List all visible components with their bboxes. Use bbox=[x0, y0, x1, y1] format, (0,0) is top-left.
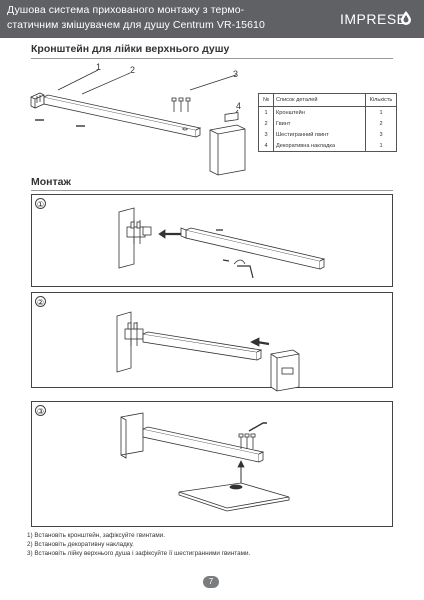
parts-list-table: № Список деталей Кількість 1 Кронштейн 1… bbox=[258, 93, 397, 152]
instruction-list: 1) Встановіть кронштейн, зафіксуйте гвин… bbox=[27, 531, 250, 559]
callout-2: 2 bbox=[130, 65, 135, 75]
row-qty: 1 bbox=[365, 106, 397, 118]
table-row: 4 Декоративна накладка 1 bbox=[258, 140, 397, 152]
row-qty: 2 bbox=[365, 118, 397, 129]
page-number-badge: 7 bbox=[203, 576, 219, 588]
row-number: 3 bbox=[258, 129, 274, 140]
step-2-number: ② bbox=[35, 296, 46, 307]
row-number: 2 bbox=[258, 118, 274, 129]
callout-3: 3 bbox=[233, 69, 238, 79]
col-name: Список деталей bbox=[273, 93, 366, 107]
col-number: № bbox=[258, 93, 274, 107]
water-drop-icon bbox=[401, 11, 411, 25]
step-3-panel: ③ bbox=[31, 401, 393, 527]
table-header-row: № Список деталей Кількість bbox=[258, 93, 397, 107]
col-qty: Кількість bbox=[365, 93, 397, 107]
bracket-section-title: Кронштейн для лійки верхнього душу bbox=[31, 43, 230, 55]
row-number: 1 bbox=[258, 106, 274, 118]
step-3-number: ③ bbox=[35, 405, 46, 416]
page-header: Душова система прихованого монтажу з тер… bbox=[0, 0, 424, 38]
table-row: 2 Гвинт 2 bbox=[258, 118, 397, 129]
row-qty: 3 bbox=[365, 129, 397, 140]
step-1-panel: ① bbox=[31, 194, 393, 287]
row-part-name: Шестигранний гвинт bbox=[273, 129, 366, 140]
row-qty: 1 bbox=[365, 140, 397, 152]
step-3-illustration bbox=[120, 412, 290, 512]
instruction-step-2: 2) Встановіть декоративну накладку. bbox=[27, 541, 134, 549]
installation-section-title: Монтаж bbox=[31, 176, 71, 188]
bracket-parts-diagram: 1 2 3 4 bbox=[30, 62, 246, 176]
row-part-name: Кронштейн bbox=[273, 106, 366, 118]
section-divider bbox=[31, 190, 393, 191]
row-part-name: Декоративна накладка bbox=[273, 140, 366, 152]
section-divider bbox=[31, 58, 393, 59]
table-row: 1 Кронштейн 1 bbox=[258, 106, 397, 118]
step-1-number: ① bbox=[35, 198, 46, 209]
callout-4: 4 bbox=[236, 101, 241, 111]
row-part-name: Гвинт bbox=[273, 118, 366, 129]
instruction-step-1: 1) Встановіть кронштейн, зафіксуйте гвин… bbox=[27, 532, 165, 539]
step-2-illustration bbox=[116, 311, 300, 392]
row-number: 4 bbox=[258, 140, 274, 152]
callout-1: 1 bbox=[96, 62, 101, 72]
document-title: Душова система прихованого монтажу з тер… bbox=[7, 4, 265, 31]
brand-logo: IMPRESE bbox=[340, 11, 407, 27]
table-row: 3 Шестигранний гвинт 3 bbox=[258, 129, 397, 140]
instruction-step-3: 3) Встановіть лійку верхнього душа і заф… bbox=[27, 550, 251, 558]
step-1-illustration bbox=[118, 207, 326, 279]
step-2-panel: ② bbox=[31, 292, 393, 388]
